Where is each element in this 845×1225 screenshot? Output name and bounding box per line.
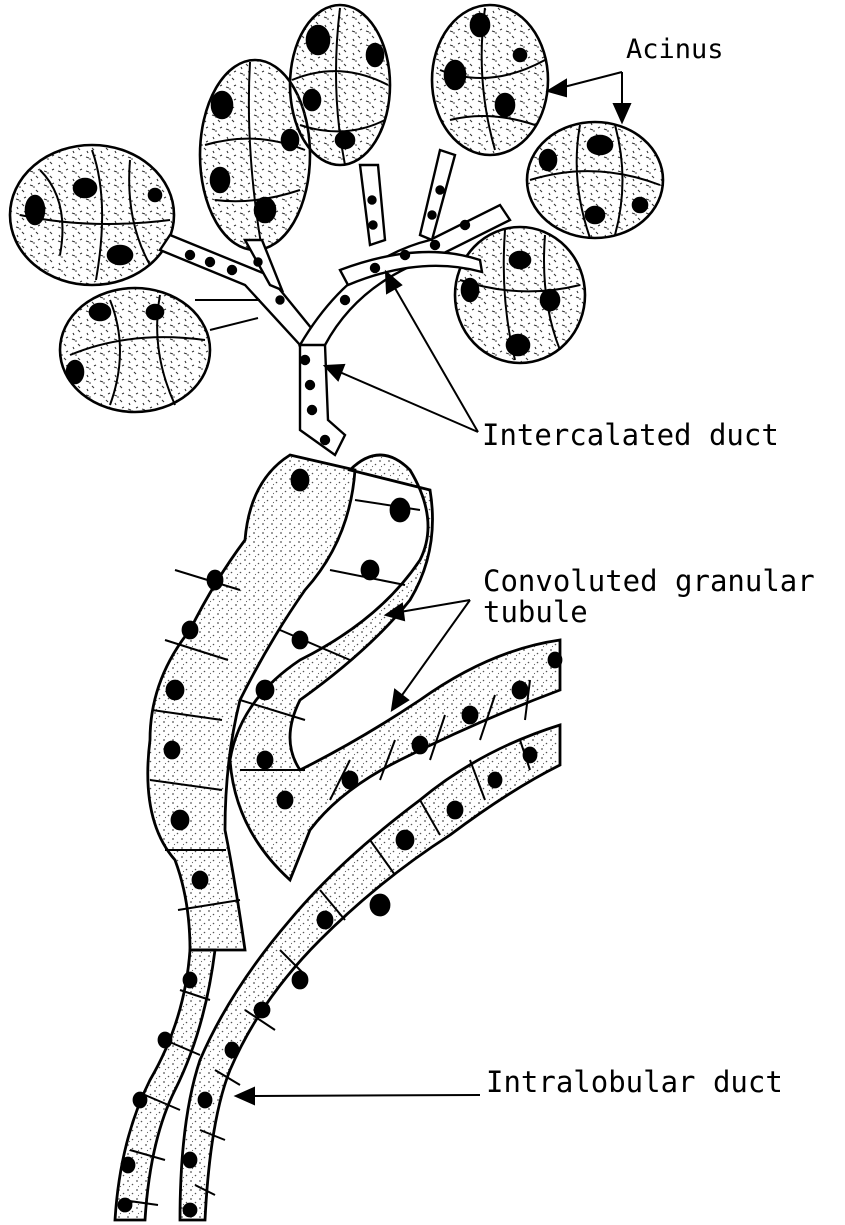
arrowhead-icon <box>236 1088 254 1104</box>
arrowhead-icon <box>614 104 630 122</box>
intercalated-leader-line <box>335 370 478 432</box>
acinus-cluster <box>432 5 548 155</box>
acinus-leader-line <box>560 72 622 88</box>
acinus-cluster <box>527 122 663 238</box>
arrowhead-icon <box>548 80 566 96</box>
acinus-cluster <box>60 288 210 412</box>
label-intralobular-duct: Intralobular duct <box>486 1068 783 1097</box>
arrowhead-icon <box>392 690 408 710</box>
label-cgt-line1: Convoluted granular <box>483 566 815 597</box>
acinus-group <box>10 5 663 412</box>
acinus-cluster <box>455 227 585 363</box>
label-convoluted-granular-tubule: Convoluted granular tubule <box>483 566 815 628</box>
cgt-leader-line <box>400 600 470 612</box>
arrowhead-icon <box>325 365 344 380</box>
label-intercalated-duct: Intercalated duct <box>482 421 779 450</box>
acinus-cluster <box>290 5 390 165</box>
label-cgt-line2: tubule <box>483 597 815 628</box>
acinus-cluster <box>10 145 174 285</box>
intralobular-leader-line <box>250 1095 480 1096</box>
label-acinus: Acinus <box>626 36 724 63</box>
